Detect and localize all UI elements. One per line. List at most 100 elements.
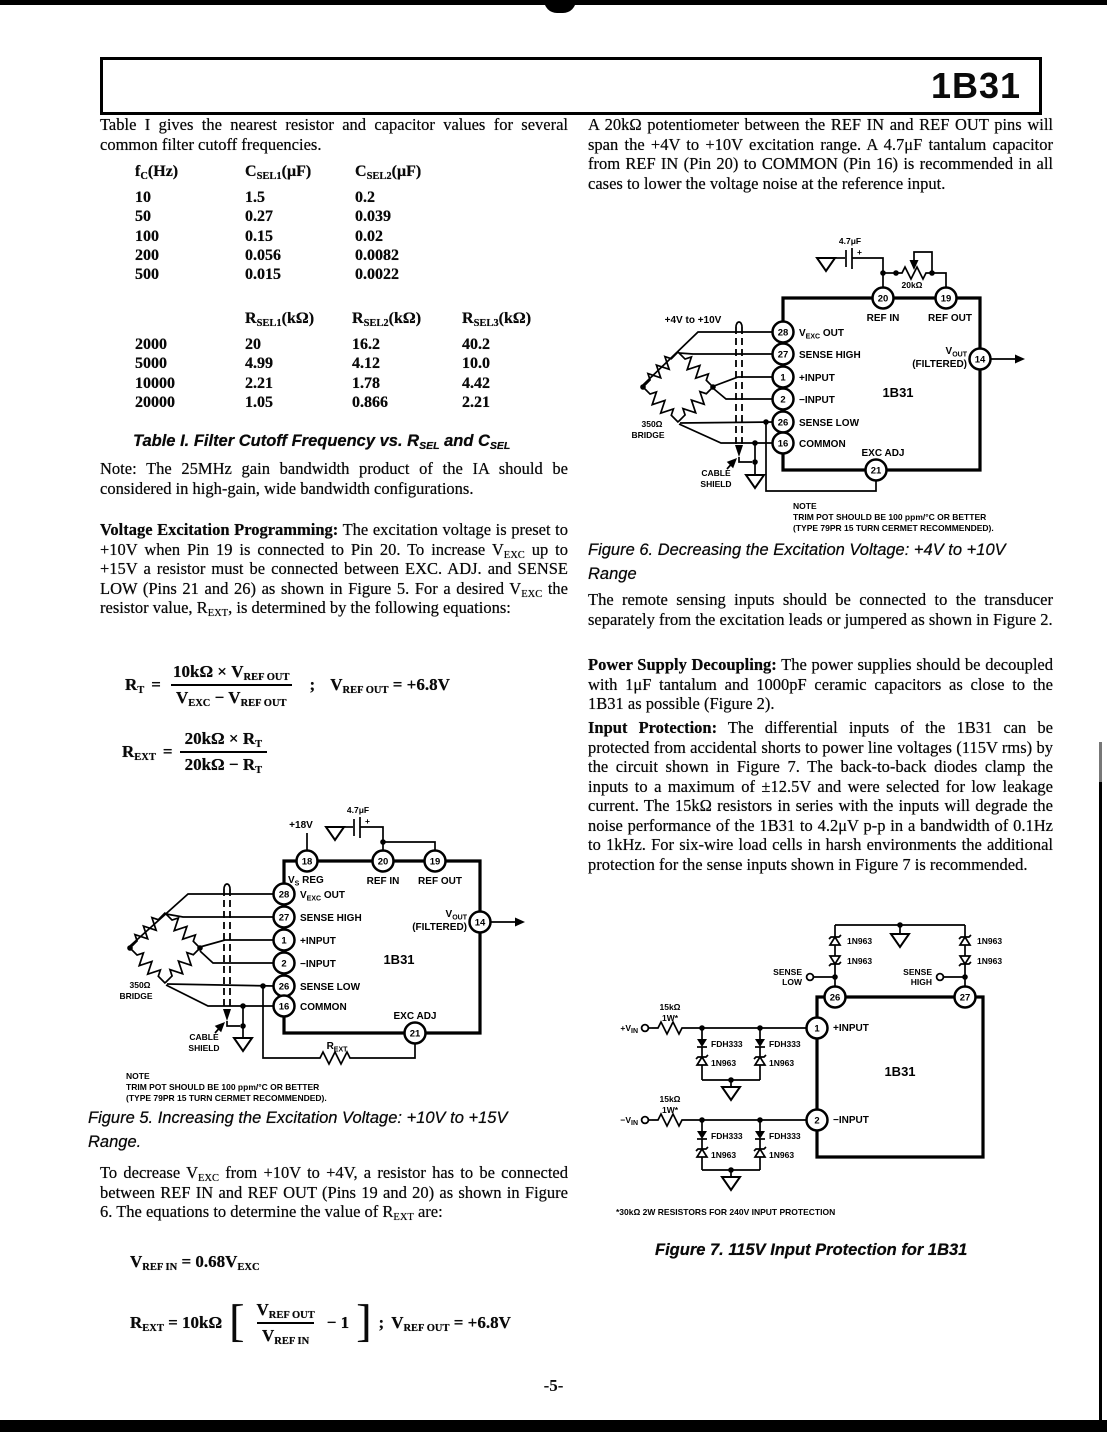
ref-in-label: REF IN [367, 876, 400, 887]
ground-icon [890, 933, 910, 948]
rext-label: REXT [327, 1041, 349, 1054]
plus-input-label: +INPUT [799, 373, 835, 384]
vout-label: VOUT [446, 909, 468, 922]
minus-input-label: −INPUT [300, 959, 336, 970]
pin-14: 14 [468, 910, 492, 934]
decrease-paragraph: To decrease VEXC from +10V to +4V, a res… [100, 1163, 568, 1223]
vin-minus-label: −VIN [620, 1115, 638, 1127]
cell: 4.42 [462, 374, 490, 392]
svg-text:20: 20 [378, 857, 389, 868]
cell: 2.21 [462, 393, 490, 411]
cell: 20000 [135, 393, 175, 411]
exc-adj-label: EXC ADJ [862, 448, 905, 459]
sense-low-label: SENSE LOW [300, 982, 361, 993]
cell: 4.12 [352, 355, 380, 373]
pin-16: 16 [771, 431, 795, 455]
ref-in-label: REF IN [867, 313, 900, 324]
svg-text:28: 28 [279, 890, 290, 901]
cell: 0.2 [355, 189, 375, 207]
cell: 0.0082 [355, 246, 399, 264]
fig6-note-title: NOTE [793, 501, 817, 511]
ground-icon [816, 257, 836, 272]
pin-19: 19 [934, 286, 958, 310]
svg-text:2: 2 [814, 1116, 819, 1127]
pin-28: 28 [272, 882, 296, 906]
pin-1: 1 [272, 928, 296, 952]
cell: 200 [135, 246, 159, 264]
bridge-value: 350Ω [642, 419, 663, 429]
clamp-branch [695, 1120, 709, 1170]
pot-value: 20kΩ [902, 280, 923, 290]
exc-adj-label: EXC ADJ [394, 1011, 437, 1022]
figure-7-circuit-diagram: 1N963 1N963 SENSE LOW 1N963 1N963 SENSE … [616, 922, 1002, 1217]
svg-text:26: 26 [830, 993, 841, 1004]
input-protection-paragraph: Input Protection: The differential input… [588, 718, 1053, 874]
cell: 4.99 [245, 355, 273, 373]
svg-text:18: 18 [302, 857, 313, 868]
cap-value: 4.7μF [347, 805, 369, 815]
minus-input-label: −INPUT [833, 1115, 869, 1126]
zener-label: 1N963 [769, 1150, 794, 1160]
page-number: -5- [543, 1376, 564, 1395]
chip-label: 1B31 [882, 385, 913, 400]
chip-label: 1B31 [383, 952, 414, 967]
diode-label: FDH333 [769, 1039, 801, 1049]
vin-plus-terminal [640, 1023, 650, 1033]
fig6-note-line: (TYPE 79PR 15 TURN CERMET RECOMMENDED). [793, 523, 994, 533]
cell: 0.27 [245, 208, 273, 226]
vin-minus-terminal [640, 1115, 650, 1125]
resistor-wattage: 1W* [662, 1013, 679, 1023]
col-header-empty [135, 310, 245, 336]
cell: 1.05 [245, 393, 273, 411]
fig7-footnote: *30kΩ 2W RESISTORS FOR 240V INPUT PROTEC… [616, 1207, 835, 1217]
cell: 0.866 [352, 393, 388, 411]
pin-2: 2 [805, 1108, 829, 1132]
pin-21: 21 [403, 1021, 427, 1045]
sense-low-label: LOW [782, 977, 803, 987]
output-arrow-icon [515, 917, 525, 927]
fig5-note-line: TRIM POT SHOULD BE 100 ppm/°C OR BETTER [126, 1082, 319, 1092]
part-number: 1B31 [930, 65, 1021, 106]
diode-label: FDH333 [711, 1131, 743, 1141]
svg-text:21: 21 [410, 1029, 421, 1040]
shield-label: SHIELD [188, 1043, 219, 1053]
sense-high-terminal [935, 972, 945, 982]
svg-text:28: 28 [778, 328, 789, 339]
pin-19: 19 [423, 849, 447, 873]
pin-26: 26 [272, 974, 296, 998]
pin-20: 20 [371, 849, 395, 873]
shield-label: SHIELD [700, 479, 731, 489]
zener-label: 1N963 [847, 936, 872, 946]
cell: 5000 [135, 355, 167, 373]
pin-14: 14 [968, 347, 992, 371]
common-label: COMMON [799, 439, 846, 450]
sense-high-label: SENSE HIGH [799, 350, 861, 361]
svg-text:16: 16 [778, 439, 789, 450]
zener-label: 1N963 [977, 936, 1002, 946]
svg-text:21: 21 [871, 466, 882, 477]
col-header: RSEL2(kΩ) [352, 310, 422, 329]
pin-21: 21 [864, 458, 888, 482]
plus-input-label: +INPUT [833, 1023, 869, 1034]
cap-polarity: + [365, 816, 370, 826]
ref-out-label: REF OUT [928, 313, 972, 324]
hole-punch-mark [544, 0, 576, 13]
sense-high-label: SENSE [903, 967, 932, 977]
pin-20: 20 [871, 286, 895, 310]
resistor-value: 15kΩ [660, 1094, 681, 1104]
rext-resistor-icon [309, 1051, 361, 1065]
cell: 0.02 [355, 227, 383, 245]
col-header: RSEL3(kΩ) [462, 310, 532, 329]
col-header: RSEL1(kΩ) [245, 310, 315, 329]
bridge-label: BRIDGE [119, 991, 152, 1001]
clamp-branch [753, 1028, 767, 1080]
minus-input-label: −INPUT [799, 395, 835, 406]
svg-text:1: 1 [780, 373, 786, 384]
svg-text:1: 1 [814, 1024, 820, 1035]
plus-input-label: +INPUT [300, 936, 336, 947]
table-caption: Table I. Filter Cutoff Frequency vs. RSE… [133, 432, 511, 452]
potentiometer-paragraph: A 20kΩ potentiometer between the REF IN … [588, 115, 1053, 193]
ground-icon [745, 474, 765, 489]
